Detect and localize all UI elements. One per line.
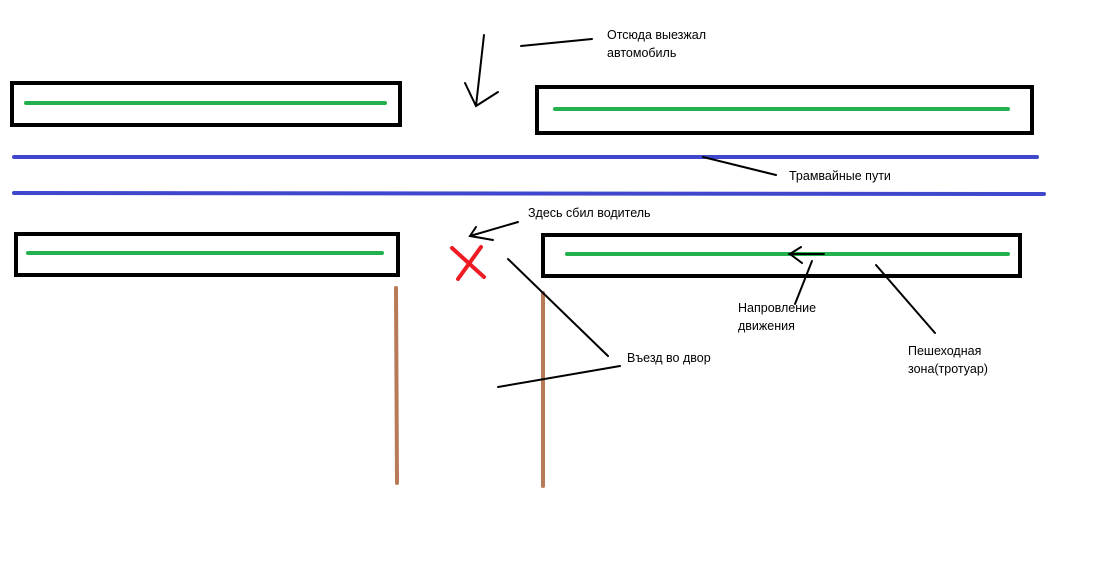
yard-entrance-label: Въезд во двор bbox=[627, 349, 711, 367]
red-x-icon bbox=[450, 245, 486, 281]
sidewalk-block-top-right bbox=[535, 85, 1034, 135]
hit-here-label-text: Здесь сбил водитель bbox=[528, 206, 651, 220]
hit-here-label: Здесь сбил водитель bbox=[528, 204, 651, 222]
tram-tracks-label: Трамвайные пути bbox=[789, 167, 891, 185]
car-exit-leader bbox=[520, 38, 593, 47]
exit-arrow-icon bbox=[464, 34, 499, 108]
tram-tracks-leader bbox=[702, 156, 777, 176]
left-arrow-icon bbox=[788, 246, 825, 264]
tram-tracks bbox=[12, 155, 1046, 196]
sidewalk-label-line-1: Пешеходная bbox=[908, 344, 982, 358]
car-exit-label: Отсюда выезжал автомобиль bbox=[607, 26, 706, 62]
yard-entrance-label-text: Въезд во двор bbox=[627, 351, 711, 365]
sidewalk-block-bottom-left bbox=[14, 232, 400, 277]
direction-label-line-2: движения bbox=[738, 319, 795, 333]
car-exit-label-line-1: Отсюда выезжал bbox=[607, 28, 707, 42]
car-exit-label-line-2: автомобиль bbox=[607, 46, 677, 60]
pointer-arrow-icon bbox=[468, 221, 519, 241]
sidewalk-label: Пешеходная зона(тротуар) bbox=[908, 342, 988, 378]
direction-label: Напровление движения bbox=[738, 299, 816, 335]
direction-leader bbox=[794, 260, 813, 305]
sidewalk-block-top-left bbox=[10, 81, 402, 127]
tram-tracks-label-text: Трамвайные пути bbox=[789, 169, 891, 183]
yard-entrance-leaders bbox=[497, 258, 621, 388]
sidewalk-label-line-2: зона(тротуар) bbox=[908, 362, 988, 376]
direction-label-line-1: Напровление bbox=[738, 301, 817, 315]
sidewalk-leader bbox=[875, 264, 936, 334]
yard-entrance-edges bbox=[394, 286, 545, 488]
sidewalk-block-bottom-right bbox=[541, 233, 1022, 278]
